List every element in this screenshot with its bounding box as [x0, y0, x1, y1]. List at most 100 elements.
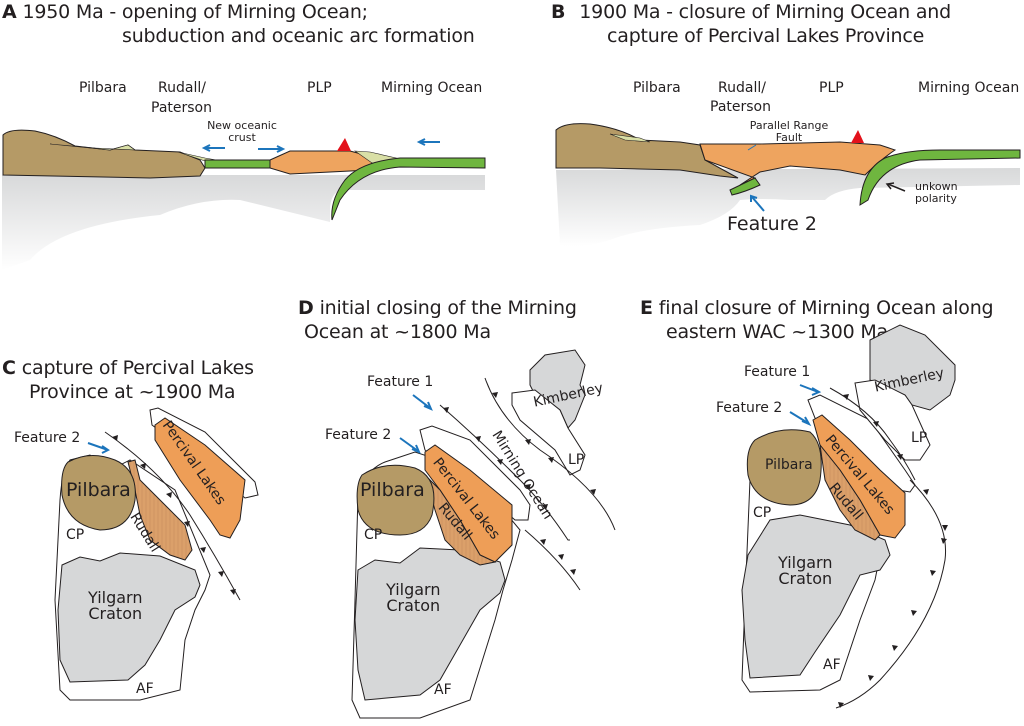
panel-b-label-fault: Parallel Range Fault: [741, 120, 837, 144]
panel-a-label-rudall-2: Paterson: [151, 100, 212, 116]
panel-c-label-yilgarn-1: Yilgarn: [88, 588, 143, 607]
panel-b-label-fault-2: Fault: [775, 131, 803, 144]
panel-e-label-yilgarn: Yilgarn Craton: [778, 555, 833, 587]
panel-a-label-new-crust-2: crust: [228, 131, 256, 144]
panel-a-mantle-shadow: [2, 175, 485, 270]
panel-a-label-new-crust: New oceanic crust: [200, 120, 284, 144]
panel-e-suture-inner: [829, 387, 916, 481]
panel-b-fault-pointer: [747, 144, 757, 151]
panel-b-cross-section: [555, 123, 1021, 247]
panel-d-lp: [511, 389, 586, 476]
panel-c-title-line1: capture of Percival Lakes: [21, 357, 254, 379]
panel-d-label-cp: CP: [364, 527, 383, 543]
panel-e-letter: E: [640, 297, 653, 319]
panel-d-map: [351, 349, 616, 719]
panel-e-title-line1: final closure of Mirning Ocean along: [658, 297, 994, 319]
panel-b-mantle-shadow: [556, 168, 1020, 247]
panel-b-label-pilbara: Pilbara: [633, 80, 681, 96]
panel-d-label-pilbara: Pilbara: [360, 479, 425, 501]
panel-a-arrow-left: [201, 144, 225, 152]
panel-a-title-line1: 1950 Ma - opening of Mirning Ocean;: [22, 1, 369, 23]
panel-d-label-af: AF: [434, 682, 452, 698]
panel-c-feature2-arrow: [87, 442, 110, 454]
panel-e-feature2-arrow: [789, 411, 812, 427]
panel-a-title-line2: subduction and oceanic arc formation: [122, 25, 475, 47]
panel-e-label-feature1: Feature 1: [744, 364, 811, 380]
panel-c-suture-line: [104, 431, 241, 601]
panel-d-feature1-arrow: [412, 394, 433, 411]
panel-e-lp: [854, 379, 931, 461]
panel-b-polarity-arrow: [885, 182, 906, 192]
panel-c-label-yilgarn-2: Craton: [88, 604, 143, 623]
panel-e-map: [741, 324, 956, 709]
panel-a-arrow-right: [258, 145, 286, 153]
panel-a-sediment: [49, 143, 137, 151]
panel-b-feature2-arrow: [750, 194, 765, 212]
panel-a-cross-section: [2, 129, 486, 270]
panel-c-rudall: [127, 459, 193, 561]
panel-a-subducting-slab: [331, 157, 486, 221]
panel-b-volcano-icon: [851, 130, 864, 143]
panel-a-volcano-icon: [337, 138, 351, 151]
panel-a-new-crust: [204, 159, 271, 169]
panel-c-yilgarn: [57, 552, 201, 683]
panel-a-label-rudall-1: Rudall/: [158, 80, 206, 96]
panel-d-label-feature2: Feature 2: [325, 427, 392, 443]
panel-b-label-plp: PLP: [819, 80, 844, 96]
panel-c-map: [54, 407, 259, 701]
panel-d-title-line1: initial closing of the Mirning: [319, 297, 577, 319]
panel-e-title-line2: eastern WAC ~1300 Ma: [666, 321, 888, 343]
panel-c-pilbara: [61, 455, 136, 531]
panel-a-arrow-ocean: [416, 138, 440, 146]
panel-a-label-mirning: Mirning Ocean: [381, 80, 483, 96]
panel-c-label-yilgarn: Yilgarn Craton: [88, 590, 143, 622]
panel-a-label-plp: PLP: [307, 80, 332, 96]
panel-a-label-new-crust-1: New oceanic: [207, 119, 277, 132]
panel-b-label-rudall-1: Rudall/: [718, 80, 766, 96]
panel-e-label-yilgarn-1: Yilgarn: [778, 553, 833, 572]
panel-e-label-yilgarn-2: Craton: [778, 569, 833, 588]
panel-d-label-yilgarn-1: Yilgarn: [386, 580, 441, 599]
panel-e-feature1-arrow: [799, 384, 822, 396]
panel-e-label-af: AF: [823, 657, 841, 673]
panel-d-label-yilgarn: Yilgarn Craton: [386, 582, 441, 614]
panel-b-pilbara-block: [555, 123, 739, 179]
panel-a-pilbara-block: [2, 129, 206, 179]
panel-e-label-feature2: Feature 2: [716, 400, 783, 416]
panel-b-label-polarity-1: unkown: [915, 180, 958, 193]
panel-e-suture-outer: [835, 479, 947, 709]
panel-d-rudall: [423, 473, 497, 566]
panel-b-feature2-slab: [729, 177, 761, 196]
panel-b-label-polarity: unkown polarity: [915, 181, 958, 205]
panel-c-label-pilbara: Pilbara: [66, 479, 131, 501]
panel-a-label-pilbara: Pilbara: [79, 80, 127, 96]
panel-b-label-fault-1: Parallel Range: [749, 119, 829, 132]
panel-e-suture-teeth: [838, 394, 948, 708]
panel-c-label-feature2: Feature 2: [14, 430, 81, 446]
panel-d-suture-outer: [484, 377, 616, 531]
panel-b-label-mirning: Mirning Ocean: [918, 80, 1020, 96]
panel-c-label-cp: CP: [66, 527, 85, 543]
panel-e-label-cp: CP: [753, 505, 772, 521]
panel-e-label-lp: LP: [911, 430, 928, 446]
panel-d-pilbara: [356, 464, 435, 536]
panel-c-suture-teeth: [112, 435, 236, 595]
panel-b-title-line2: capture of Percival Lakes Province: [607, 25, 925, 47]
panel-d-label-feature1: Feature 1: [367, 374, 434, 390]
panel-d-yilgarn: [354, 547, 506, 701]
panel-e-label-pilbara: Pilbara: [765, 457, 813, 473]
panel-d-letter: D: [298, 297, 314, 319]
panel-d-title-line2: Ocean at ~1800 Ma: [304, 321, 491, 343]
panel-d-suture-lower: [524, 529, 581, 591]
panel-b-label-feature2: Feature 2: [727, 213, 817, 235]
panel-b-label-rudall-2: Paterson: [710, 99, 771, 115]
panel-b-subducting-slab: [859, 149, 1021, 206]
panel-d-suture-teeth: [443, 392, 596, 575]
panel-c-percival: [154, 417, 246, 539]
